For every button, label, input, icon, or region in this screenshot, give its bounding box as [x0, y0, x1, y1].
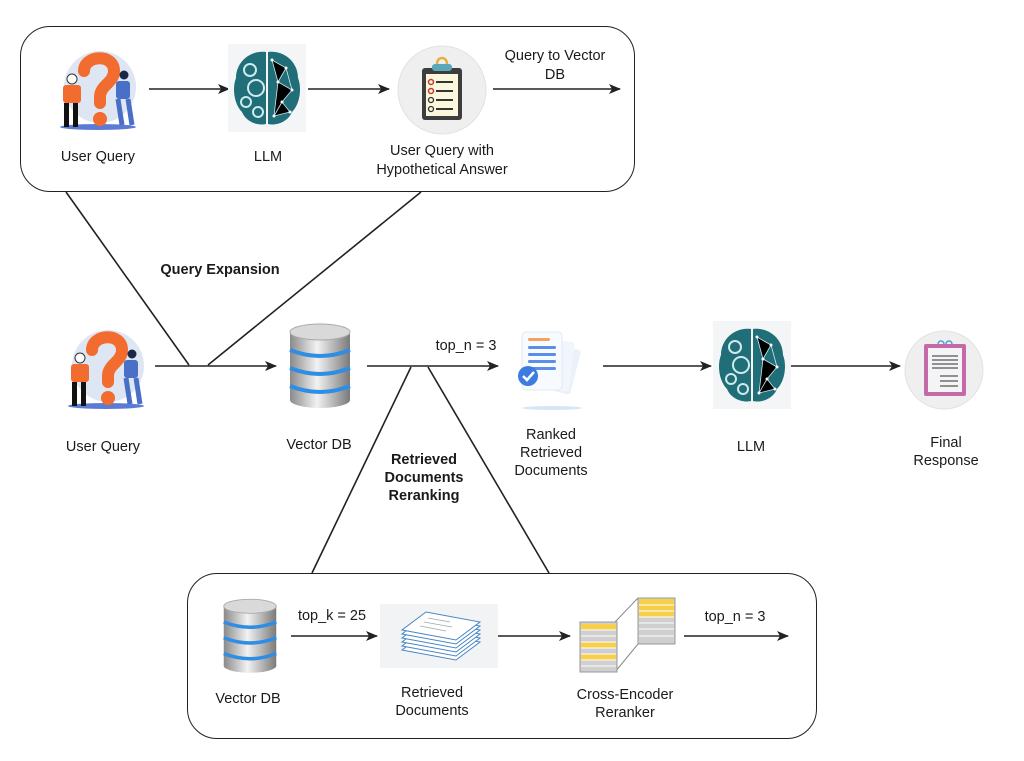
rr-edge-topn-label: top_n = 3 [704, 609, 766, 625]
reranking-section-label-1: Retrieved [390, 452, 458, 468]
rr-edge-topk-label: top_k = 25 [297, 608, 367, 624]
ranked-docs-label-3: Documents [514, 463, 588, 479]
user-question-icon [60, 51, 136, 130]
ranked-docs-label-1: Ranked [526, 427, 576, 443]
user-question-icon [68, 330, 144, 409]
rr-cross-encoder-label-2: Reranker [595, 705, 655, 721]
rr-vector-db-label: Vector DB [215, 691, 281, 707]
user-query-label: User Query [65, 439, 141, 455]
brain-icon [713, 321, 791, 409]
database-icon [289, 323, 351, 408]
ranked-documents-icon [518, 331, 582, 410]
reranking-box [187, 573, 817, 739]
vector-db-label: Vector DB [286, 437, 352, 453]
llm-label: LLM [736, 439, 766, 455]
reranking-section-label-2: Documents [384, 470, 464, 486]
qe-user-query-label: User Query [60, 149, 136, 165]
response-document-icon [904, 330, 984, 410]
qe-output-edge-label-1: Query to Vector [504, 48, 606, 64]
funnel-left-line [65, 191, 190, 366]
qe-hypothetical-label-1: User Query with [390, 143, 494, 159]
reranking-section-label-3: Reranking [388, 488, 460, 504]
final-response-label-2: Response [913, 453, 979, 469]
query-expansion-section-label: Query Expansion [160, 262, 280, 278]
rerank-funnel-left-line [311, 366, 412, 574]
query-expansion-box [20, 26, 635, 192]
rerank-funnel-right-line [427, 366, 550, 574]
rr-cross-encoder-label-1: Cross-Encoder [576, 687, 674, 703]
cross-encoder-icon [579, 597, 676, 673]
rr-retrieved-docs-label-1: Retrieved [400, 685, 464, 701]
clipboard-checklist-icon [397, 45, 487, 135]
funnel-right-line [207, 191, 422, 366]
edge-vector-to-ranked-label: top_n = 3 [435, 338, 497, 354]
document-stack-icon [380, 604, 498, 668]
qe-llm-label: LLM [253, 149, 283, 165]
ranked-docs-label-2: Retrieved [519, 445, 583, 461]
rr-retrieved-docs-label-2: Documents [395, 703, 469, 719]
brain-icon [228, 44, 306, 132]
final-response-label-1: Final [930, 435, 962, 451]
qe-output-edge-label-2: DB [544, 67, 566, 83]
database-icon [223, 598, 277, 673]
qe-hypothetical-label-2: Hypothetical Answer [376, 162, 508, 178]
